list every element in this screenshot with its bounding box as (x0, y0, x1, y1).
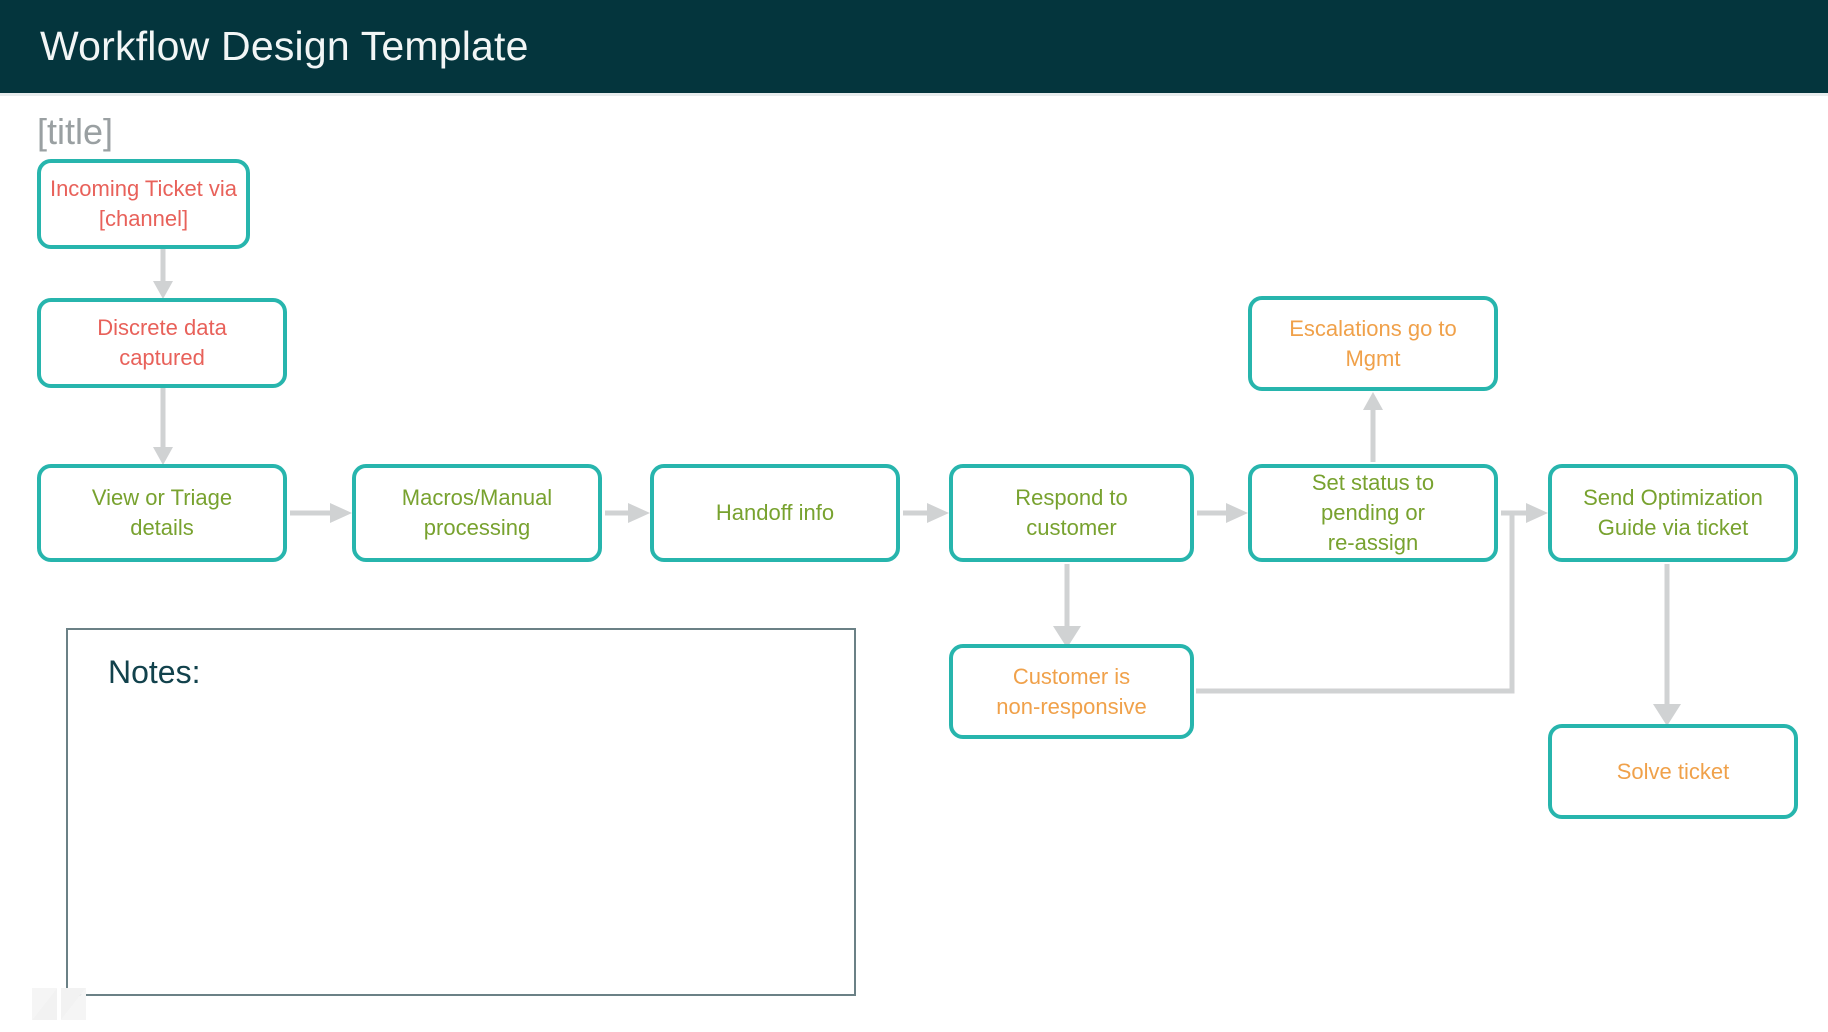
node-label: View or Triage details (91, 485, 233, 540)
connector-discrete-to-triage (153, 388, 173, 465)
node-macros-manual-processing[interactable]: Macros/Manual processing (352, 464, 602, 562)
node-customer-non-responsive[interactable]: Customer is non-responsive (949, 644, 1194, 739)
node-discrete-data-captured[interactable]: Discrete data captured (37, 298, 287, 388)
page-title: Workflow Design Template (40, 23, 529, 69)
header-divider (0, 93, 1828, 96)
node-label: Send Optimization Guide via ticket (1583, 485, 1763, 540)
node-label: Handoff info (715, 500, 835, 525)
node-solve-ticket[interactable]: Solve ticket (1548, 724, 1798, 819)
zendesk-logo-icon (32, 988, 86, 1020)
connector-incoming-to-discrete (153, 249, 173, 299)
node-set-status-pending[interactable]: Set status to pending or re-assign (1248, 464, 1498, 562)
node-label: Solve ticket (1616, 758, 1730, 784)
node-label: Customer is non-responsive (996, 663, 1147, 719)
connector-respond-to-setstatus (1197, 503, 1248, 523)
connector-setstatus-to-escalations (1363, 392, 1383, 462)
node-label: Set status to pending or re-assign (1311, 470, 1435, 555)
connector-respond-to-nonresponsive (1053, 564, 1081, 648)
node-label: Macros/Manual processing (401, 485, 553, 540)
node-view-or-triage-details[interactable]: View or Triage details (37, 464, 287, 562)
connector-triage-to-macros (290, 503, 352, 523)
connector-setstatus-to-sendguide (1501, 503, 1548, 523)
node-respond-to-customer[interactable]: Respond to customer (949, 464, 1194, 562)
connector-sendguide-to-solve (1653, 564, 1681, 726)
connector-handoff-to-respond (903, 503, 949, 523)
node-label: Respond to customer (1015, 485, 1128, 540)
node-handoff-info[interactable]: Handoff info (650, 464, 900, 562)
node-label: Incoming Ticket via [channel] (49, 176, 238, 231)
node-incoming-ticket[interactable]: Incoming Ticket via [channel] (37, 159, 250, 249)
node-send-optimization-guide[interactable]: Send Optimization Guide via ticket (1548, 464, 1798, 562)
node-escalations-go-to-mgmt[interactable]: Escalations go to Mgmt (1248, 296, 1498, 391)
title-placeholder-text[interactable]: [title] (37, 111, 114, 152)
connector-macros-to-handoff (605, 503, 650, 523)
node-label: Discrete data captured (97, 315, 227, 370)
node-label: Escalations go to Mgmt (1289, 315, 1457, 371)
notes-panel[interactable]: Notes: (66, 628, 856, 996)
header-banner: Workflow Design Template (0, 0, 1828, 93)
notes-label: Notes: (108, 654, 201, 690)
